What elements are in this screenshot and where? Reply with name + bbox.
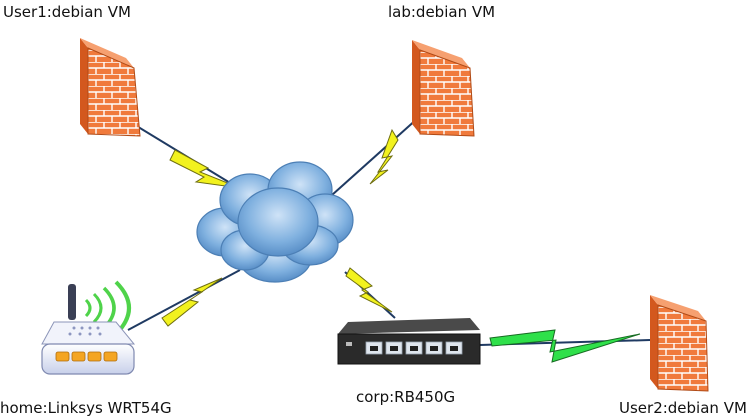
- node-label-lab: lab:debian VM: [388, 3, 496, 21]
- node-label-corp: corp:RB450G: [356, 388, 456, 406]
- link-lab-cloud: [331, 117, 419, 196]
- link-home-cloud: [127, 269, 241, 331]
- firewall-icon: [412, 40, 475, 137]
- lightning-bolt-icon: [369, 128, 399, 185]
- lightning-bolt-icon: [161, 277, 223, 327]
- lightning-bolts: [161, 128, 641, 363]
- lightning-bolt-icon: [169, 149, 241, 189]
- node-label-user1: User1:debian VM: [3, 3, 131, 21]
- node-label-home: home:Linksys WRT54G: [0, 399, 172, 417]
- node-label-user2: User2:debian VM: [619, 399, 747, 417]
- lightning-bolt-icon: [345, 267, 393, 313]
- firewall-icon: [650, 295, 709, 392]
- network-switch-icon: [337, 318, 481, 365]
- cloud-icon: [196, 161, 354, 283]
- lightning-bolt-icon: [489, 329, 641, 363]
- wireless-router-icon: [41, 280, 136, 375]
- firewall-icon: [80, 38, 141, 137]
